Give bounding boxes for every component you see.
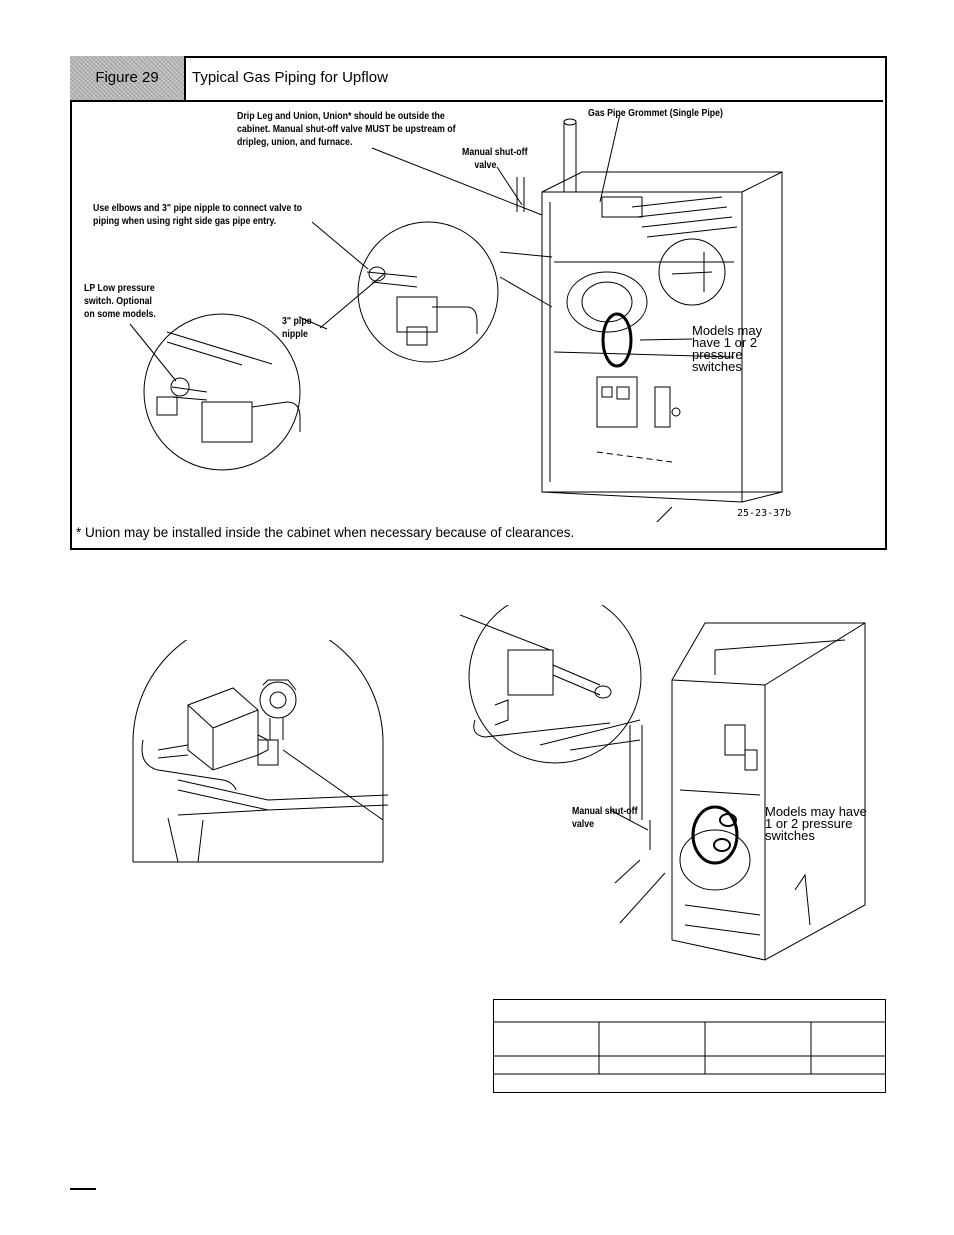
callout-pressure-switches: Models may have 1 or 2 pressure switches — [692, 323, 763, 374]
callout-models-line-4: switches — [692, 359, 742, 374]
callout-drip-leg: Drip Leg and Union, Union* should be out… — [237, 110, 456, 149]
page-number-rule — [70, 1188, 96, 1190]
callout-drip-leg-line-3: dripleg, union, and furnace. — [237, 137, 353, 148]
callout-models-line-3: pressure — [692, 347, 743, 362]
upflow-gas-piping-illustration — [129, 113, 783, 522]
blank-table — [493, 999, 887, 1099]
upflow-furnace-illustration — [460, 605, 866, 961]
callout-grommet: Gas Pipe Grommet (Single Pipe) — [588, 108, 723, 119]
figure-footnote: * Union may be installed inside the cabi… — [76, 525, 575, 540]
callout-models-line-2: have 1 or 2 — [692, 335, 758, 350]
lower-callout-shutoff-line-1: Manual shut-off — [572, 806, 638, 817]
drawing-code: 25-23-37b — [737, 508, 792, 519]
lower-callout-models-line-3: switches — [765, 828, 815, 843]
callout-shutoff: Manual shut-off valve — [462, 146, 528, 172]
callout-elbows-line-2: piping when using right side gas pipe en… — [93, 216, 277, 227]
callout-lp-switch: LP Low pressure switch. Optional on some… — [84, 282, 156, 321]
callout-lp-line-1: LP Low pressure — [84, 283, 155, 294]
callout-nipple-line-2: nipple — [282, 329, 308, 340]
callout-lp-line-3: on some models. — [84, 309, 156, 320]
callout-elbows-line-1: Use elbows and 3" pipe nipple to connect… — [93, 203, 303, 214]
callout-pipe-nipple: 3" pipe nipple — [282, 315, 312, 341]
callout-models-line-1: Models may — [692, 323, 763, 338]
figure-29-frame — [70, 56, 887, 550]
lower-callout-pressure-switches: Models may have 1 or 2 pressure switches — [765, 804, 867, 843]
lower-callout-shutoff-line-2: valve — [572, 819, 595, 830]
callout-elbows: Use elbows and 3" pipe nipple to connect… — [93, 202, 302, 228]
figure-number: Figure 29 — [70, 56, 186, 100]
callout-nipple-line-1: 3" pipe — [282, 316, 312, 327]
callout-drip-leg-line-2: cabinet. Manual shut-off valve MUST be u… — [237, 124, 456, 135]
lower-callout-shutoff: Manual shut-off valve — [572, 805, 638, 831]
valve-detail-illustration — [132, 640, 389, 863]
lower-callout-models-line-1: Models may have — [765, 804, 867, 819]
blank-table-grid — [493, 999, 886, 1093]
callout-lp-line-2: switch. Optional — [84, 296, 152, 307]
callout-shutoff-line-2: valve — [474, 160, 497, 171]
figure-header: Figure 29 Typical Gas Piping for Upflow — [70, 56, 883, 102]
callout-shutoff-line-1: Manual shut-off — [462, 147, 528, 158]
callout-drip-leg-line-1: Drip Leg and Union, Union* should be out… — [237, 111, 445, 122]
figure-title: Typical Gas Piping for Upflow — [192, 69, 388, 86]
lower-callout-models-line-2: 1 or 2 pressure — [765, 816, 853, 831]
